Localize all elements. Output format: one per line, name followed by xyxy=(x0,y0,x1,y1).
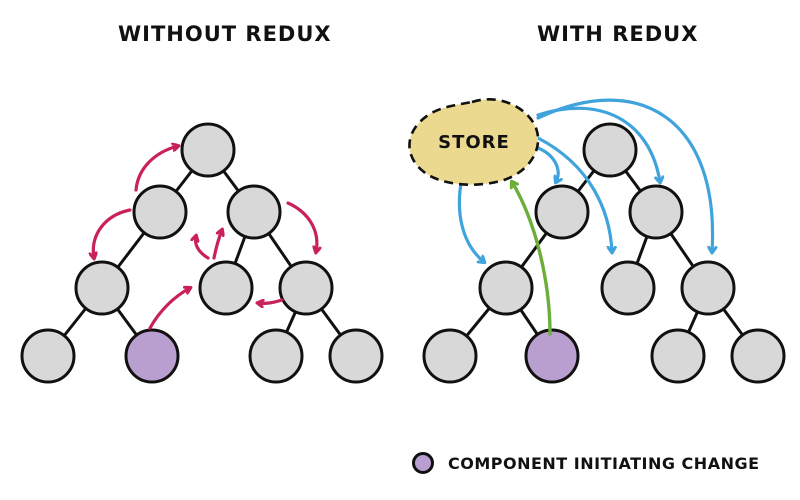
without-redux-node-mid-left xyxy=(132,184,188,240)
prop-arrow-lower-center-to-mid-left xyxy=(196,236,210,260)
redux-store: STORE xyxy=(408,98,540,186)
without-redux-node-leaf-4 xyxy=(328,328,384,384)
prop-drilling-arrows xyxy=(93,146,317,330)
prop-arrow-lower-right-to-lower-center xyxy=(258,300,284,303)
prop-arrow-lower-center-to-mid-right xyxy=(212,230,222,260)
store-arrow-to-lower-center xyxy=(536,136,612,252)
without-redux-title: WITHOUT REDUX xyxy=(118,22,332,46)
with-redux-node-lower-left xyxy=(478,260,534,316)
without-redux-node-lower-right xyxy=(278,260,334,316)
legend-label: COMPONENT INITIATING CHANGE xyxy=(448,453,760,473)
with-redux-node-leaf-initiator xyxy=(524,328,580,384)
with-redux-node-root xyxy=(582,122,638,178)
initiator-swatch xyxy=(412,452,434,474)
with-redux-node-leaf-4 xyxy=(730,328,786,384)
without-redux-node-root xyxy=(180,122,236,178)
without-redux-node-lower-left xyxy=(74,260,130,316)
with-redux-node-lower-right xyxy=(680,260,736,316)
with-redux-title: WITH REDUX xyxy=(537,22,699,46)
with-redux-node-lower-center xyxy=(600,260,656,316)
without-redux-node-leaf-3 xyxy=(248,328,304,384)
with-redux-node-leaf-1 xyxy=(422,328,478,384)
legend: COMPONENT INITIATING CHANGE xyxy=(412,452,760,474)
without-redux-node-mid-right xyxy=(226,184,282,240)
tree-nodes xyxy=(20,122,786,384)
with-redux-node-mid-right xyxy=(628,184,684,240)
with-redux-node-leaf-3 xyxy=(650,328,706,384)
prop-arrow-mid-left-to-root xyxy=(134,146,178,192)
without-redux-node-lower-center xyxy=(198,260,254,316)
store-arrow-to-lower-left xyxy=(457,176,484,262)
prop-arrow-mid-left-to-lower-left xyxy=(93,208,132,258)
tree-edges xyxy=(46,148,760,358)
with-redux-node-mid-left xyxy=(534,184,590,240)
without-redux-node-leaf-1 xyxy=(20,328,76,384)
store-arrow-to-mid-left xyxy=(536,146,558,182)
dispatch-arrow-initiator-to-store xyxy=(512,182,552,336)
store-arrow-to-lower-right xyxy=(536,98,713,252)
prop-arrow-mid-right-to-lower-right xyxy=(286,201,317,252)
store-subscription-arrows xyxy=(457,98,713,262)
prop-arrow-initiator-to-lower-center xyxy=(148,288,190,330)
without-redux-node-leaf-initiator xyxy=(124,328,180,384)
store-label: STORE xyxy=(438,132,510,153)
store-shape xyxy=(408,98,540,186)
